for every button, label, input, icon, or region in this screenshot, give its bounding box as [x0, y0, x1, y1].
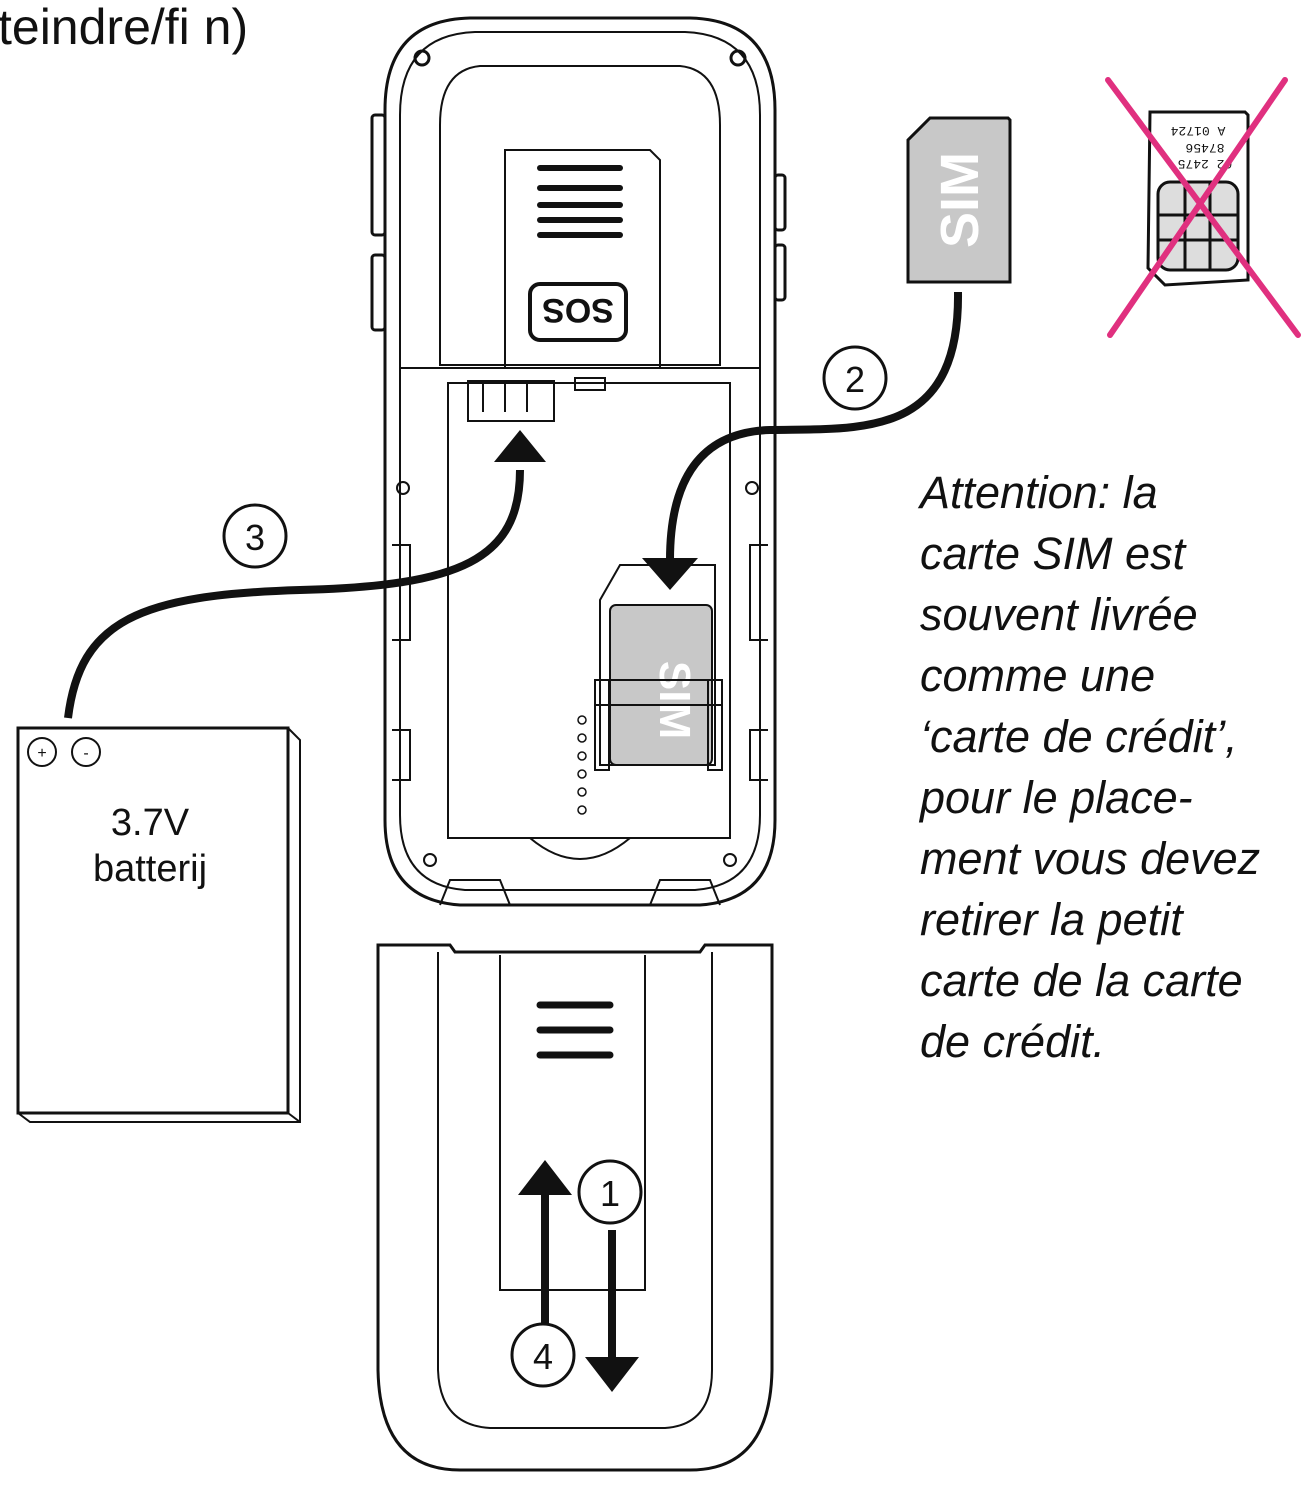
battery-minus-terminal [71, 737, 101, 767]
large-sim-line-2: 87456 [1185, 140, 1224, 155]
battery-name: batterij [92, 848, 208, 890]
step-4-marker: 4 [510, 1322, 576, 1388]
large-sim-crossed-out: A 01724 87456 62 2475 [1105, 77, 1301, 338]
sim-chip-icon [1156, 180, 1240, 272]
note-line: souvent livrée [920, 589, 1198, 640]
back-cover [376, 943, 774, 1472]
large-sim-line-1: A 01724 [1170, 123, 1225, 138]
note-line: carte SIM est [920, 528, 1186, 579]
step-2-marker: 2 [822, 345, 888, 411]
battery-plus-terminal [27, 737, 57, 767]
large-sim-line-3: 62 2475 [1178, 156, 1233, 171]
arrow-battery-to-compartment [64, 469, 524, 719]
step-1-marker: 1 [577, 1159, 643, 1225]
note-line: ment vous devez [920, 833, 1261, 884]
battery-plus-sign: + [37, 745, 46, 762]
note-line: carte de la carte [920, 955, 1243, 1006]
attention-note: Attention: la carte SIM est souvent livr… [920, 462, 1309, 1072]
battery [16, 726, 301, 1123]
step-1-label: 1 [600, 1173, 620, 1214]
arrowhead-sim [642, 558, 698, 590]
arrow-sim-to-holder [666, 291, 963, 561]
note-line: comme une [920, 650, 1156, 701]
sos-panel: SOS [504, 149, 661, 369]
header-text-fragment: teindre/fi n) [0, 0, 249, 55]
step-3-marker: 3 [222, 503, 288, 569]
note-line: de crédit. [920, 1016, 1106, 1067]
step-3-label: 3 [245, 517, 265, 558]
speaker-grille [537, 165, 623, 238]
arrowhead-battery [494, 430, 546, 462]
note-line: Attention: la [920, 467, 1158, 518]
battery-label: 3.7V batterij [60, 800, 240, 892]
step-4-label: 4 [533, 1336, 553, 1377]
cover-grille [536, 1001, 614, 1059]
sim-card-label: SIM [930, 152, 990, 248]
note-line: retirer la petit [920, 894, 1183, 945]
sim-holder: SIM [594, 564, 723, 771]
step-2-label: 2 [845, 359, 865, 400]
sos-label: SOS [542, 291, 614, 329]
phone-body [370, 16, 787, 907]
battery-voltage: 3.7V [110, 802, 190, 844]
sim-in-slot-label: SIM [650, 661, 699, 739]
cross-icon [1105, 77, 1301, 338]
sim-card: SIM [906, 116, 1012, 284]
sos-button [528, 282, 628, 342]
battery-minus-sign: - [83, 745, 88, 762]
note-line: pour le place- [920, 772, 1193, 823]
note-line: ‘carte de crédit’, [920, 711, 1238, 762]
cover-slide-arrows [518, 1160, 639, 1392]
